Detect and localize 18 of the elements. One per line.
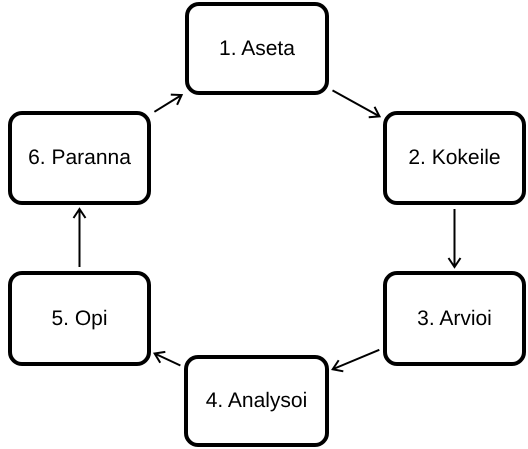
process-box — [185, 2, 329, 95]
process-box — [383, 111, 526, 205]
arrow — [154, 94, 183, 113]
arrow — [72, 208, 86, 267]
arrow — [448, 209, 462, 268]
process-box — [383, 271, 526, 366]
process-box — [8, 271, 151, 366]
step-label: 5. Opi — [51, 306, 108, 332]
step-label: 3. Arvioi — [417, 306, 492, 332]
arrow — [332, 348, 380, 372]
step-label: 4. Analysoi — [206, 388, 308, 414]
arrow — [154, 350, 181, 366]
process-box — [8, 111, 151, 205]
step-label: 1. Aseta — [219, 36, 295, 62]
arrow — [332, 89, 380, 118]
step-label: 2. Kokeile — [408, 145, 501, 172]
step-label: 6. Paranna — [28, 145, 131, 172]
process-box — [184, 355, 329, 447]
